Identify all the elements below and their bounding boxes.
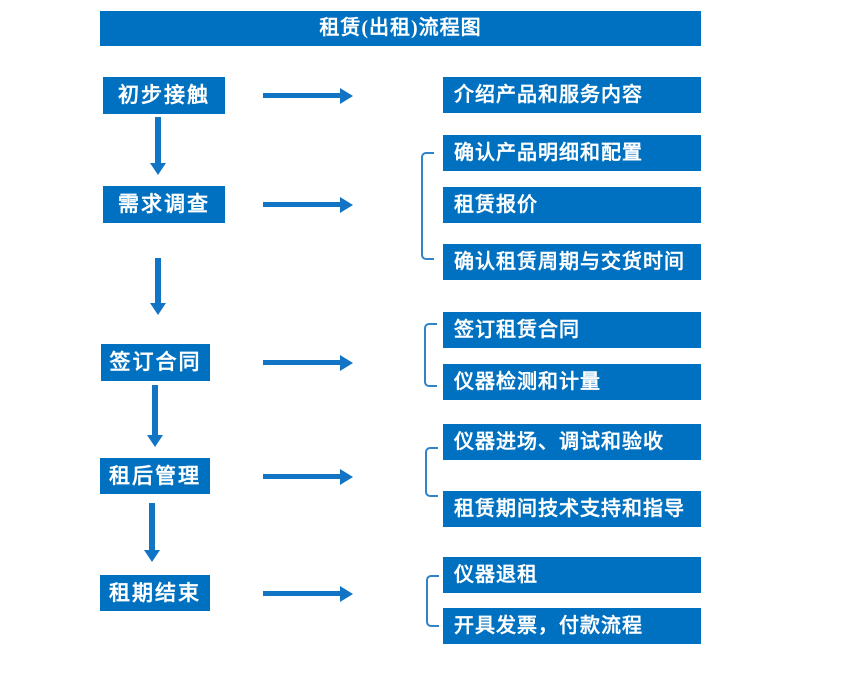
arrow-right-connector-4 — [263, 474, 340, 479]
group-bracket-demand-survey — [421, 152, 434, 260]
arrow-right-connector-2 — [263, 202, 340, 207]
stage-box-lease-end: 租期结束 — [100, 575, 210, 611]
arrow-right-connector-5 — [263, 591, 340, 596]
stage-box-post-rental-management: 租后管理 — [100, 458, 210, 494]
stage-box-contract-signing: 签订合同 — [101, 344, 210, 381]
stage-box-initial-contact: 初步接触 — [103, 77, 225, 114]
arrow-right-connector-1 — [263, 93, 340, 98]
group-bracket-post-rental-management — [425, 447, 438, 497]
output-box-rental-tech-support: 租赁期间技术支持和指导 — [443, 491, 701, 527]
arrow-down-connector-2 — [155, 258, 161, 303]
group-bracket-contract-signing — [424, 323, 437, 387]
output-box-confirm-rental-period-delivery: 确认租赁周期与交货时间 — [443, 244, 701, 280]
output-box-confirm-product-details: 确认产品明细和配置 — [443, 135, 701, 171]
output-box-instrument-return: 仪器退租 — [443, 557, 701, 593]
output-box-instrument-testing-measurement: 仪器检测和计量 — [443, 364, 701, 400]
output-box-sign-rental-contract: 签订租赁合同 — [443, 312, 701, 348]
arrow-down-connector-4 — [149, 503, 155, 550]
arrow-down-connector-1 — [155, 117, 161, 163]
flowchart-title: 租赁(出租)流程图 — [100, 11, 701, 46]
arrow-right-connector-3 — [263, 360, 340, 365]
group-bracket-lease-end — [426, 575, 439, 627]
arrow-down-connector-3 — [152, 385, 158, 435]
output-box-rental-quote: 租赁报价 — [443, 187, 701, 223]
output-box-invoice-payment: 开具发票，付款流程 — [443, 608, 701, 644]
stage-box-demand-survey: 需求调查 — [103, 186, 225, 223]
output-box-instrument-setup-acceptance: 仪器进场、调试和验收 — [443, 424, 701, 460]
output-box-introduce-products-services: 介绍产品和服务内容 — [443, 77, 701, 113]
